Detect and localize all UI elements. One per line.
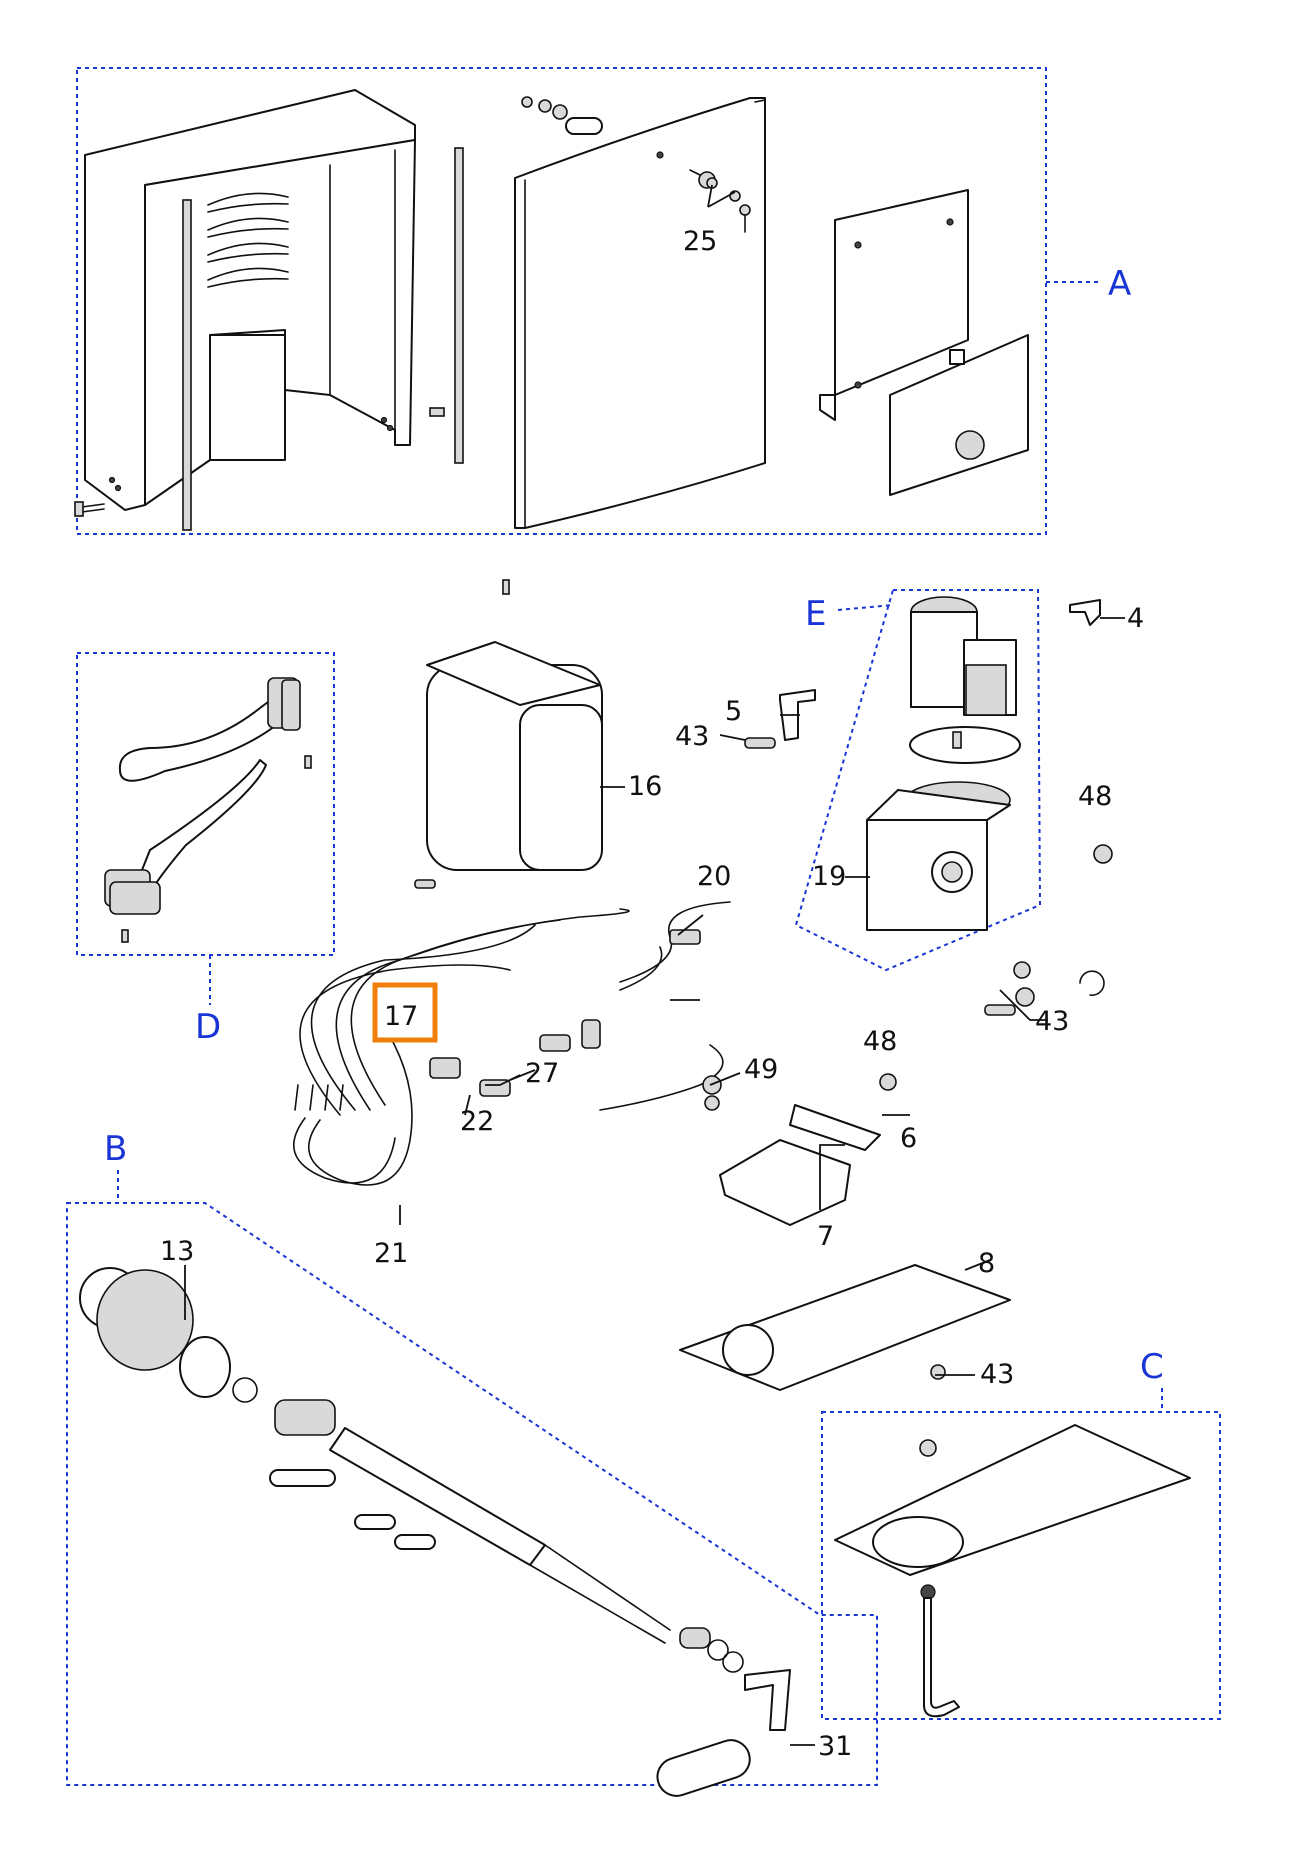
front-door-part	[514, 96, 766, 529]
part-number-43-middle[interactable]: 43	[1035, 1006, 1069, 1037]
control-box-part	[414, 579, 603, 889]
leader-lines	[117, 184, 1163, 1746]
group-letter-a: A	[1108, 264, 1131, 304]
part-number-48-bottom[interactable]: 48	[863, 1026, 897, 1057]
part-number-16[interactable]: 16	[628, 771, 662, 802]
part-number-5[interactable]: 5	[725, 696, 742, 727]
group-letter-b: B	[104, 1129, 127, 1169]
part-number-21[interactable]: 21	[374, 1238, 408, 1269]
part-number-31[interactable]: 31	[818, 1731, 852, 1762]
group-c-frame	[821, 1411, 1221, 1720]
group-d-frame	[76, 652, 335, 956]
foundation-plate-part	[834, 1424, 1191, 1718]
part-number-22[interactable]: 22	[460, 1106, 494, 1137]
group-letter-e: E	[805, 594, 826, 634]
group-letters: A E D B C	[104, 264, 1164, 1387]
part-number-20[interactable]: 20	[697, 861, 731, 892]
group-b-frame	[66, 1202, 878, 1786]
part-number-7[interactable]: 7	[817, 1221, 834, 1252]
plate-bracket-part	[679, 1075, 1011, 1391]
part-17-highlight-box	[372, 982, 438, 1043]
part-number-19[interactable]: 19	[812, 861, 846, 892]
part-number-48-top[interactable]: 48	[1078, 781, 1112, 812]
part-number-13[interactable]: 13	[160, 1236, 194, 1267]
wire-harness-part	[293, 901, 731, 1186]
group-letter-d: D	[195, 1007, 221, 1047]
mounting-plate-part	[819, 189, 1029, 496]
lock-key-part	[689, 169, 751, 233]
group-letter-c: C	[1140, 1347, 1164, 1387]
part-number-27[interactable]: 27	[525, 1058, 559, 1089]
motor-gear-part	[866, 596, 1021, 931]
screw-43-part	[984, 961, 1105, 1016]
part-number-17[interactable]: 17	[384, 1001, 418, 1032]
part-number-43-top[interactable]: 43	[675, 721, 709, 752]
part-number-8[interactable]: 8	[978, 1248, 995, 1279]
group-e-frame	[794, 589, 1042, 972]
bracket-4-part	[1069, 599, 1101, 626]
door-strip-part	[182, 147, 464, 531]
group-frames	[66, 67, 1221, 1786]
nut-48-part	[879, 844, 1113, 1091]
housing-cover-part	[74, 89, 416, 517]
part-number-6[interactable]: 6	[900, 1123, 917, 1154]
part-number-25[interactable]: 25	[683, 226, 717, 257]
part-numbers: 25 4 5 43 16 48 19 20 17 43 48 27 49 22 …	[160, 226, 1144, 1762]
part-number-43-bottom[interactable]: 43	[980, 1359, 1014, 1390]
part-number-49[interactable]: 49	[744, 1054, 778, 1085]
bracket-5-part	[744, 689, 816, 749]
bracket-kit-part	[104, 677, 312, 943]
part-number-4[interactable]: 4	[1127, 603, 1144, 634]
group-a-frame	[76, 67, 1047, 535]
drive-shaft-part	[79, 1267, 791, 1797]
